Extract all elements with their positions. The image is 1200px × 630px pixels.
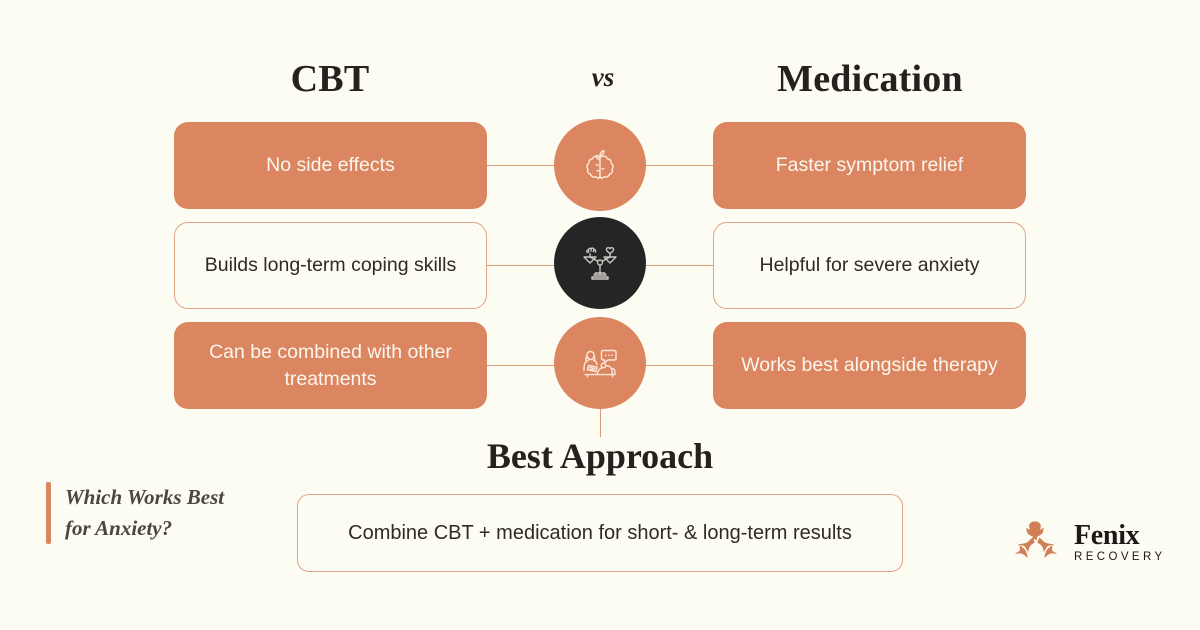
conclusion-title: Best Approach bbox=[486, 436, 714, 476]
benefit-box-cbt-3[interactable]: Can be combined with other treatments bbox=[174, 322, 487, 409]
conclusion-box[interactable]: Combine CBT + medication for short- & lo… bbox=[297, 494, 903, 572]
connector-right-row-1 bbox=[646, 165, 714, 166]
caption: Which Works Best for Anxiety? bbox=[46, 482, 230, 545]
caption-text: Which Works Best for Anxiety? bbox=[65, 485, 225, 541]
therapy-session-icon bbox=[554, 317, 646, 409]
benefit-box-cbt-1[interactable]: No side effects bbox=[174, 122, 487, 209]
benefit-box-medication-2[interactable]: Helpful for severe anxiety bbox=[713, 222, 1026, 309]
connector-left-row-3 bbox=[487, 365, 555, 366]
connector-vertical-conclusion bbox=[600, 409, 601, 437]
logo-subtitle: RECOVERY bbox=[1074, 550, 1166, 563]
connector-right-row-3 bbox=[646, 365, 714, 366]
column-heading-medication: Medication bbox=[777, 58, 963, 100]
benefit-box-medication-3[interactable]: Works best alongside therapy bbox=[713, 322, 1026, 409]
brain-sprout-icon bbox=[554, 119, 646, 211]
logo[interactable]: Fenix RECOVERY bbox=[1007, 518, 1166, 567]
column-heading-cbt: CBT bbox=[290, 58, 370, 100]
logo-name: Fenix bbox=[1074, 519, 1140, 551]
connector-left-row-2 bbox=[487, 265, 555, 266]
caption-accent-bar bbox=[46, 482, 51, 545]
phoenix-icon bbox=[1007, 518, 1065, 567]
connector-left-row-1 bbox=[487, 165, 555, 166]
balance-scale-brain-heart-icon bbox=[554, 217, 646, 309]
versus-label: vs bbox=[591, 62, 615, 92]
benefit-box-cbt-2[interactable]: Builds long-term coping skills bbox=[174, 222, 487, 309]
benefit-box-medication-1[interactable]: Faster symptom relief bbox=[713, 122, 1026, 209]
connector-right-row-2 bbox=[646, 265, 714, 266]
